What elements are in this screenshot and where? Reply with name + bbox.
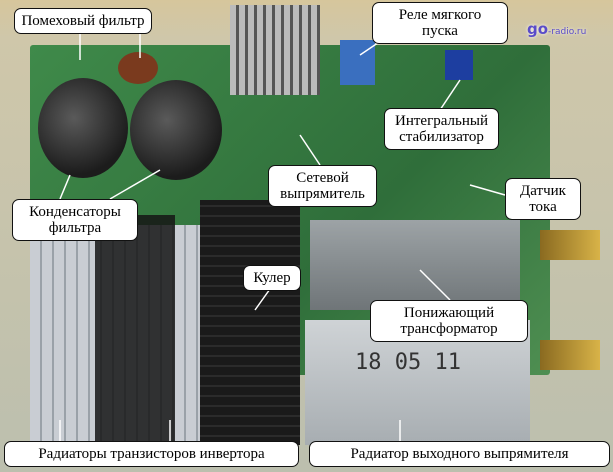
transformer [310, 220, 520, 310]
trimmer [445, 50, 473, 80]
capacitor-right [130, 80, 222, 180]
label-stepdown-transformer: Понижающий трансформатор [370, 300, 528, 342]
site-logo: go-radio.ru [527, 20, 586, 38]
label-inverter-heatsinks: Радиаторы транзисторов инвертора [4, 441, 299, 467]
label-output-rectifier-heatsink: Радиатор выходного выпрямителя [309, 441, 610, 467]
filter-choke [118, 52, 158, 84]
output-terminal-top [540, 230, 600, 260]
logo-main: go [527, 20, 549, 38]
label-filter-capacitors: Конденсаторы фильтра [12, 199, 138, 241]
cooler-fan [200, 200, 300, 445]
capacitor-left [38, 78, 128, 178]
heatsink-marking: 18 05 11 [355, 350, 461, 375]
regulator-heatsink [230, 5, 320, 95]
relay [340, 40, 375, 85]
label-cooler: Кулер [243, 265, 301, 291]
label-current-sensor: Датчик тока [505, 178, 581, 220]
output-terminal-bottom [540, 340, 600, 370]
label-soft-start-relay: Реле мягкого пуска [372, 2, 508, 44]
logo-suffix: -radio.ru [548, 27, 587, 37]
fan-shroud [95, 215, 175, 445]
label-noise-filter: Помеховый фильтр [14, 8, 152, 34]
label-voltage-regulator: Интегральный стабилизатор [384, 108, 499, 150]
label-mains-rectifier: Сетевой выпрямитель [268, 165, 377, 207]
